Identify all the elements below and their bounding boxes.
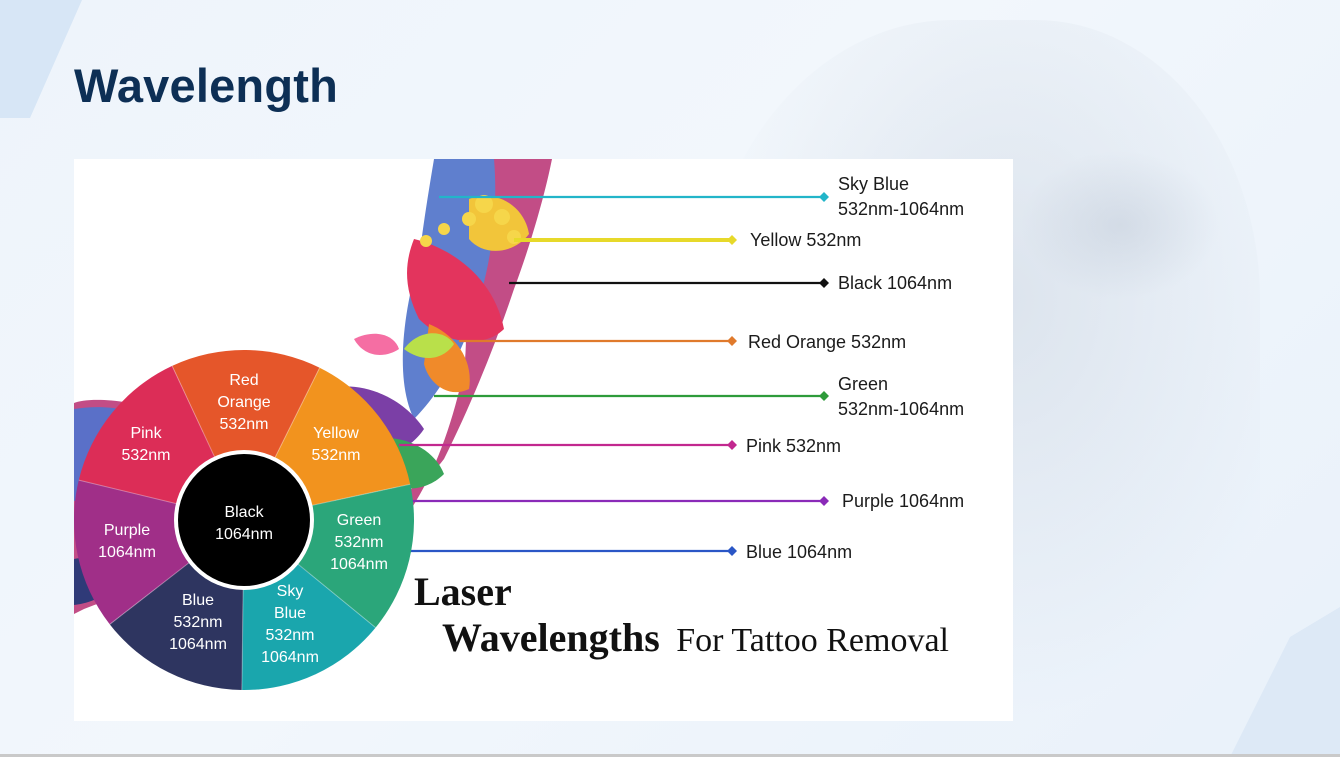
wheel-label-blue: 1064nm [169,636,227,653]
wheel-label-red-orange: Orange [217,394,270,411]
callout-label-yellow: Yellow 532nm [750,230,861,250]
callout-label-purple: Purple 1064nm [842,491,964,511]
callout-label-sky-blue: Sky Blue [838,174,909,194]
callout-label-green: Green [838,374,888,394]
callout-marker-pink [727,440,737,450]
callout-marker-black [819,278,829,288]
wheel-label-sky-blue: Sky [277,583,304,600]
wheel-label-blue: 532nm [174,614,223,631]
callout-lines [392,192,829,556]
wheel-segment-red-orange [172,350,320,520]
callout-label-blue: Blue 1064nm [746,542,852,562]
wheel-label-green: 532nm [335,534,384,551]
callout-label-red-orange: Red Orange 532nm [748,332,906,352]
wheel-label-purple: 1064nm [98,544,156,561]
wheel-label-sky-blue: 1064nm [261,649,319,666]
wheel-center-label: Black [224,504,264,521]
caption-line2: Wavelengths For Tattoo Removal [442,615,949,660]
wheel-label-sky-blue: Blue [274,605,306,622]
wheel-center [178,454,310,586]
corner-decoration-bottom [1230,607,1340,757]
corner-decoration [0,0,82,118]
wheel-divider [109,560,193,625]
wheel-label-yellow: Yellow [313,425,359,442]
callout-marker-blue [727,546,737,556]
wheel-label-pink: 532nm [122,447,171,464]
wheel-label-yellow: 532nm [312,447,361,464]
callout-marker-purple [819,496,829,506]
wheel-divider [294,561,376,629]
wheel-divider [272,367,321,462]
caption-line2-bold: Wavelengths [442,615,660,660]
caption-line1: Laser [414,569,512,614]
callout-marker-yellow [727,235,737,245]
callout-marker-green [819,391,829,401]
background-figure-detail [1020,150,1220,300]
bottom-border [0,754,1340,757]
callout-label-pink: Pink 532nm [746,436,841,456]
wheel-label-purple: Purple [104,522,150,539]
caption: Laser Wavelengths For Tattoo Removal [414,569,949,660]
callout-label-black: Black 1064nm [838,273,952,293]
wheel-label-green: 1064nm [330,556,388,573]
callout-label-green: 532nm-1064nm [838,399,964,419]
wheel-divider [241,585,244,690]
callout-marker-red-orange [727,336,737,346]
wheel-center-label: 1064nm [215,526,273,543]
wheel-label-red-orange: 532nm [220,416,269,433]
caption-line2-rest: For Tattoo Removal [676,622,949,659]
wheel-label-red-orange: Red [229,372,258,389]
wheel-label-sky-blue: 532nm [266,627,315,644]
callout-marker-sky-blue [819,192,829,202]
wheel-divider [171,365,217,461]
slide-title: Wavelength [74,59,339,112]
callout-label-sky-blue: 532nm-1064nm [838,199,964,219]
wheel-divider [308,483,411,507]
wheel-label-blue: Blue [182,592,214,609]
wheel-label-pink: Pink [130,425,162,442]
wheel-label-green: Green [337,512,381,529]
wheel-divider [78,479,180,505]
wavelength-color-wheel: RedOrange532nmYellow532nmGreen532nm1064n… [74,350,415,691]
